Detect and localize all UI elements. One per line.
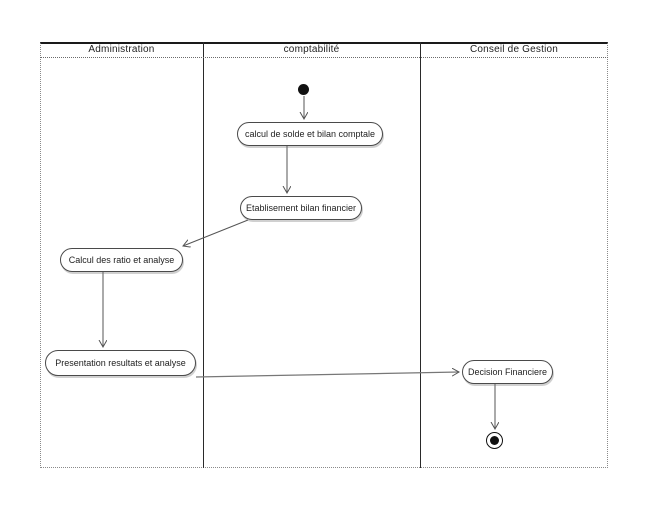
activity-final-node <box>486 432 503 449</box>
action-calcul-des-ratio: Calcul des ratio et analyse <box>60 248 183 272</box>
action-label: Presentation resultats et analyse <box>55 358 186 368</box>
action-label: Decision Financiere <box>467 367 548 377</box>
action-etablisement-bilan: Etablisement bilan financier <box>240 196 362 220</box>
lane-divider-1 <box>203 42 204 468</box>
action-calcul-de-solde: calcul de solde et bilan comptale <box>237 122 383 146</box>
lane-title-administration: Administration <box>88 44 155 55</box>
lane-title-conseil-de-gestion: Conseil de Gestion <box>469 44 559 55</box>
action-label: Calcul des ratio et analyse <box>68 255 175 265</box>
swimlane-frame <box>40 42 608 468</box>
action-label: calcul de solde et bilan comptale <box>244 129 376 139</box>
lane-title-comptabilite: comptabilité <box>283 44 340 55</box>
action-label: Etablisement bilan financier <box>245 203 357 213</box>
lane-divider-2 <box>420 42 421 468</box>
action-decision-financiere: Decision Financiere <box>462 360 553 384</box>
action-presentation-resultats: Presentation resultats et analyse <box>45 350 196 376</box>
activity-final-dot <box>490 436 499 445</box>
initial-node <box>298 84 309 95</box>
lane-header-separator <box>40 57 608 58</box>
